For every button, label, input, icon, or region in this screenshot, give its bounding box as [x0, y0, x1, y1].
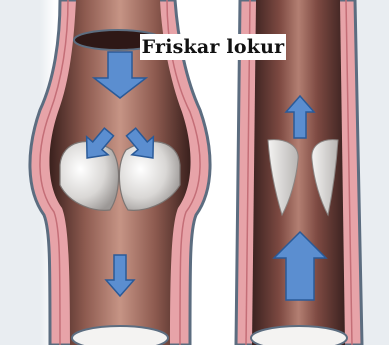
left-vein-bottom-opening [72, 326, 168, 345]
figure-title: Friskar lokur [140, 34, 286, 60]
right-vein-bottom-opening [251, 326, 347, 345]
